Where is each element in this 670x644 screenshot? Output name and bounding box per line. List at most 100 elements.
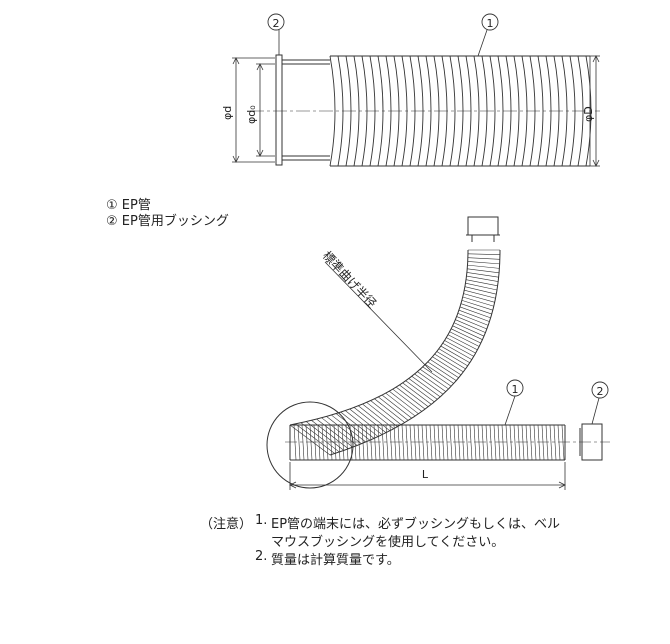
- corrugation-rib: [417, 55, 424, 167]
- hatch-line: [411, 376, 441, 398]
- hatch-line: [300, 422, 340, 453]
- hatch-line: [444, 340, 474, 357]
- hatch-line: [417, 424, 421, 461]
- hatch-line: [369, 424, 373, 461]
- hatch-line: [357, 424, 361, 461]
- hatch-line: [326, 416, 362, 444]
- hatch-line: [434, 353, 464, 373]
- note-prefix: （注意）: [200, 517, 253, 532]
- hatch-line: [321, 424, 325, 461]
- hatch-line: [313, 424, 317, 461]
- hatch-line: [525, 424, 529, 461]
- hatch-line: [349, 408, 383, 435]
- hatch-line: [429, 424, 433, 461]
- corrugation-rib: [441, 55, 448, 167]
- hatch-line: [509, 424, 513, 461]
- hatch-line: [456, 316, 488, 330]
- hatch-line: [301, 424, 305, 461]
- hatch-line: [452, 325, 483, 340]
- legend-text: EP管用ブッシング: [121, 214, 229, 229]
- hatch-line: [446, 337, 476, 354]
- hatch-line: [389, 424, 393, 461]
- hatch-line: [317, 424, 321, 461]
- hatch-line: [405, 424, 409, 461]
- hatch-line: [517, 424, 521, 461]
- dim-d-label: φd: [221, 106, 234, 120]
- hatch-line: [467, 253, 500, 255]
- hatch-line: [402, 382, 432, 405]
- corrugation-rib: [401, 55, 408, 167]
- hatch-line: [333, 424, 337, 461]
- legend-item-2: ② EP管用ブッシング: [106, 210, 229, 229]
- corrugation-rib: [545, 55, 552, 167]
- hatch-line: [460, 303, 492, 315]
- top-pipe-figure: [232, 29, 600, 167]
- corrugation-rib: [569, 55, 576, 167]
- hatch-line: [497, 424, 501, 461]
- hatch-line: [381, 394, 412, 419]
- corrugation-rib: [481, 55, 488, 167]
- hatch-line: [557, 424, 561, 461]
- note-1-line-2: マウスブッシングを使用してください。: [271, 535, 505, 550]
- hatch-line: [464, 289, 496, 299]
- corrugation-rib: [465, 55, 472, 167]
- corrugation-rib: [353, 55, 360, 167]
- legend-mark: ②: [106, 214, 118, 229]
- hatch-line: [377, 424, 381, 461]
- corrugation-rib: [561, 55, 568, 167]
- hatch-line: [440, 345, 470, 364]
- corrugation-rib: [585, 55, 592, 167]
- hatch-line: [353, 407, 387, 433]
- corrugation-rib: [385, 55, 392, 167]
- bottom-pipe-figure: [266, 216, 610, 490]
- corrugation-rib: [361, 55, 368, 167]
- hatch-line: [467, 257, 500, 260]
- hatch-line: [466, 275, 499, 282]
- corrugation-rib: [337, 55, 344, 167]
- dim-D-label: φD: [582, 106, 595, 122]
- corrugation-rib: [377, 55, 384, 167]
- legend-mark: ①: [106, 198, 118, 213]
- corrugation-rib: [329, 55, 336, 167]
- hatch-line: [447, 334, 478, 351]
- hatch-line: [445, 424, 449, 461]
- legend-text: EP管: [121, 198, 151, 213]
- corrugation-rib: [449, 55, 456, 167]
- hatch-line: [541, 424, 545, 461]
- hatch-line: [453, 322, 485, 337]
- hatch-line: [493, 424, 497, 461]
- hatch-line: [465, 282, 498, 291]
- hatch-line: [521, 424, 525, 461]
- legend-item-1: ① EP管: [106, 194, 151, 213]
- hatch-line: [385, 424, 389, 461]
- bottom-callout-2: 2: [597, 385, 604, 398]
- hatch-line: [429, 359, 459, 379]
- hatch-line: [361, 424, 365, 461]
- hatch-line: [397, 424, 401, 461]
- hatch-line: [453, 424, 457, 461]
- hatch-line: [358, 405, 391, 432]
- corrugation-rib: [497, 55, 504, 167]
- corrugation-rib: [369, 55, 376, 167]
- corrugation-rib: [513, 55, 520, 167]
- hatch-line: [451, 328, 482, 344]
- corrugation-rib: [489, 55, 496, 167]
- hatch-line: [461, 424, 465, 461]
- hatch-line: [392, 388, 423, 412]
- hatch-line: [385, 392, 416, 417]
- corrugation-rib: [505, 55, 512, 167]
- hatch-line: [329, 424, 333, 461]
- hatch-line: [545, 424, 549, 461]
- hatch-line: [425, 424, 429, 461]
- corrugation-rib: [425, 55, 432, 167]
- hatch-line: [561, 424, 565, 461]
- hatch-line: [465, 424, 469, 461]
- corrugation-rib: [409, 55, 416, 167]
- hatch-line: [374, 398, 405, 423]
- hatch-line: [381, 424, 385, 461]
- hatch-line: [306, 421, 345, 451]
- hatch-line: [462, 296, 494, 307]
- note-1-num: 1.: [255, 513, 268, 528]
- corrugation-rib: [433, 55, 440, 167]
- hatch-line: [449, 331, 480, 347]
